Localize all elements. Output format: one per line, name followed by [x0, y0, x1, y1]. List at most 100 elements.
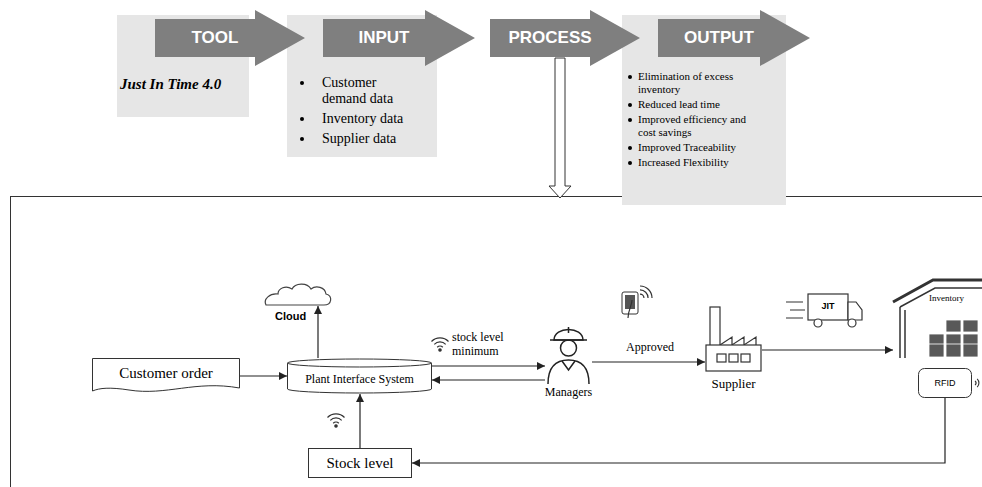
- person-figure: [548, 327, 589, 384]
- icon-label: Managers: [545, 385, 592, 400]
- person-collar: [562, 361, 575, 370]
- stock-crate: [929, 344, 944, 357]
- stage-arrow: TOOL: [155, 10, 305, 66]
- icon-label: Supplier: [711, 376, 755, 392]
- wifi-symbol: [975, 379, 979, 387]
- text-holder: TOOL: [192, 28, 239, 48]
- bullet-dot: [300, 117, 304, 121]
- bullet-text: Supplier data: [322, 131, 420, 147]
- stage-arrow: OUTPUT: [658, 10, 810, 66]
- bullet-item: Reduced lead time: [628, 98, 748, 111]
- warehouse-roof: [893, 280, 982, 302]
- node-label: OUTPUT: [684, 28, 754, 48]
- wifi-arc: [434, 342, 445, 344]
- bullet-item: Improved Traceability: [628, 141, 748, 154]
- wifi-symbol: [636, 283, 655, 302]
- factory-chimney: [710, 307, 720, 347]
- factory-window: [729, 354, 738, 362]
- cloud-icon: Cloud: [258, 283, 334, 306]
- wifi-arc: [640, 293, 645, 298]
- document-shape: Customer order: [92, 358, 240, 394]
- process-box: Stock level: [308, 448, 412, 478]
- flow-arrow: [412, 398, 945, 463]
- node-label: PROCESS: [508, 28, 591, 48]
- icon-caption: Cloud: [275, 310, 306, 322]
- icon-caption: Supplier: [711, 376, 755, 392]
- bullet-dot: [300, 81, 304, 85]
- wifi-symbol: [328, 414, 345, 427]
- truck-icon: [786, 294, 862, 327]
- stock-crate: [963, 344, 978, 357]
- wifi-arc: [328, 414, 345, 418]
- text-holder: INPUT: [359, 28, 410, 48]
- tablet-finger: [628, 300, 632, 318]
- edge-label: Approved: [626, 340, 674, 354]
- speed-lines: [786, 302, 805, 318]
- bullet-dot: [628, 75, 632, 79]
- icon-label: Cloud: [275, 310, 306, 322]
- text-holder: Plant Interface System: [305, 372, 414, 387]
- database-cylinder: Plant Interface System: [287, 358, 432, 394]
- stock-crate: [946, 344, 961, 357]
- flow-arrow: [317, 306, 318, 358]
- document-outline: [93, 359, 240, 392]
- bullet-text: Inventory data: [322, 111, 420, 127]
- panel-title: Just In Time 4.0: [120, 75, 246, 93]
- node-label: Customer order: [119, 365, 213, 382]
- rfid-tag: RFID: [918, 368, 972, 398]
- factory-window: [717, 354, 726, 362]
- flow-arrow: [592, 361, 705, 362]
- edge-label-box: Approved: [618, 340, 682, 354]
- hat-brim: [550, 327, 587, 340]
- factory-shape: [705, 305, 762, 372]
- wifi-arc: [975, 381, 977, 385]
- tablet-body: [622, 292, 638, 314]
- bullet-item: Increased Flexibility: [628, 156, 748, 169]
- node-label: TOOL: [192, 28, 239, 48]
- truck-wheel: [814, 319, 822, 327]
- wifi-arc: [977, 379, 979, 387]
- bullet-text: Increased Flexibility: [638, 156, 748, 169]
- truck-wheel: [848, 319, 856, 327]
- bullet-item: Customer demand data: [300, 75, 420, 107]
- truck-label: JIT: [821, 301, 834, 311]
- manager-icon: Managers: [545, 318, 592, 384]
- factory-hall: [706, 345, 761, 371]
- wifi-arc: [432, 338, 449, 342]
- bullet-text: Elimination of excess inventory: [638, 70, 748, 96]
- warehouse-icon: Inventory: [893, 278, 982, 358]
- warehouse-shape: [893, 278, 982, 358]
- factory-figure: [706, 307, 761, 371]
- warehouse-wall: [900, 307, 905, 358]
- truck-box: [808, 294, 848, 320]
- cloud-outline: [265, 284, 330, 305]
- wifi-arc: [640, 283, 655, 298]
- truck-cab: [848, 302, 862, 320]
- wifi-arc: [437, 346, 443, 347]
- box-outline: [309, 449, 412, 478]
- bullet-text: Reduced lead time: [638, 98, 748, 111]
- bullet-dot: [628, 161, 632, 165]
- node-label: RFID: [935, 378, 956, 388]
- warehouse-ceiling: [900, 288, 982, 307]
- bullet-dot: [628, 146, 632, 150]
- truck-label-box: JIT: [810, 301, 846, 311]
- bullet-dot: [628, 103, 632, 107]
- bullet-dot: [628, 118, 632, 122]
- tablet-icon: [622, 283, 655, 318]
- bullet-item: Supplier data: [300, 131, 420, 147]
- person-body: [548, 360, 589, 384]
- flow-arrow: [359, 394, 360, 448]
- bullet-text: Improved Traceability: [638, 141, 748, 154]
- wifi-dot: [439, 349, 441, 351]
- bullet-text: Customer demand data: [322, 75, 420, 107]
- stage-arrow: PROCESS: [490, 10, 640, 66]
- stock-crate: [946, 320, 961, 332]
- process-frame: [11, 197, 982, 487]
- down-arrow: [549, 58, 571, 198]
- text-holder: OUTPUT: [684, 28, 754, 48]
- icon-caption: Inventory: [929, 293, 964, 303]
- wifi-symbol: [432, 338, 449, 351]
